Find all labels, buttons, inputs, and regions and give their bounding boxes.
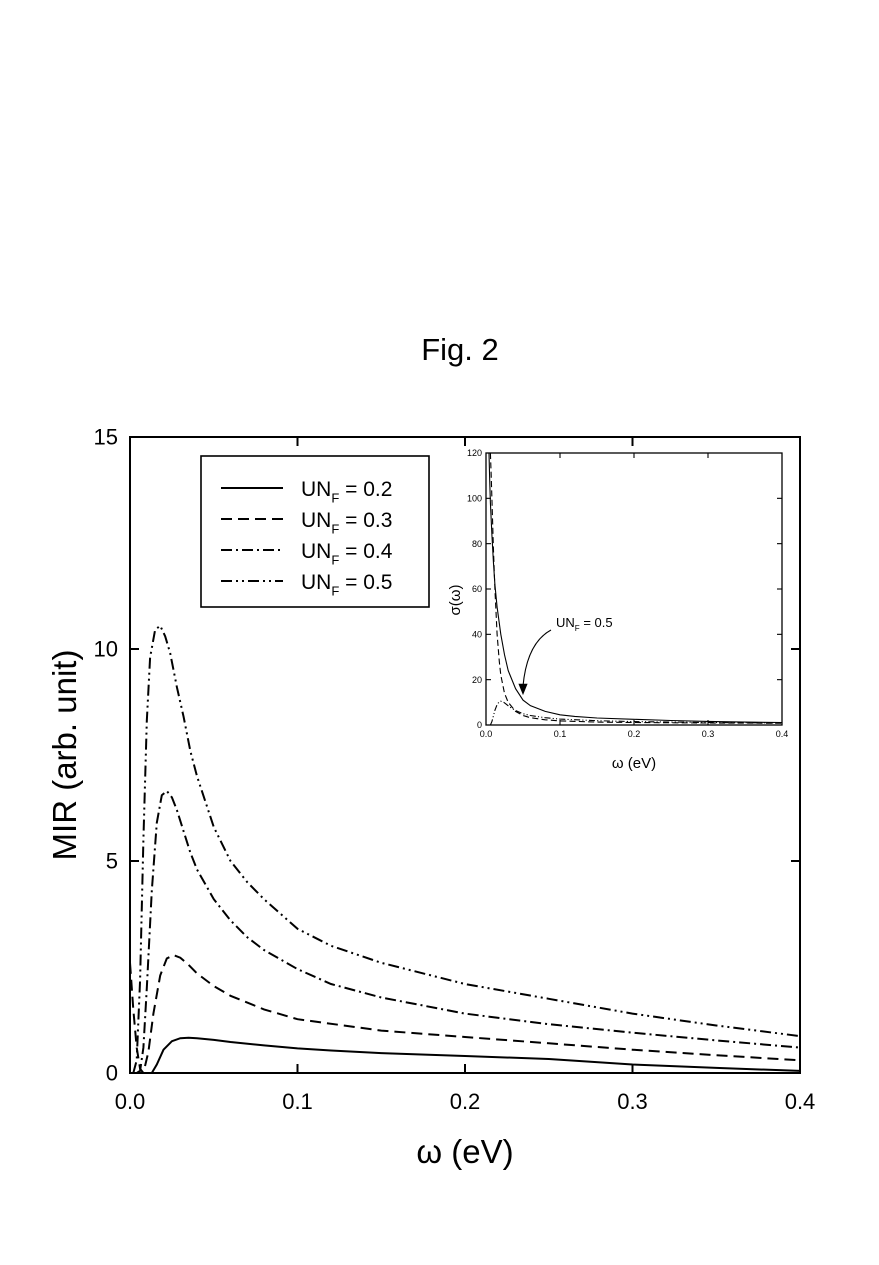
inset-y-axis-label: σ(ω): [447, 585, 464, 616]
inset-x-tick-label: 0.0: [480, 729, 493, 739]
main-y-axis-label: MIR (arb. unit): [46, 650, 83, 861]
legend-box: [200, 455, 430, 608]
inset-x-tick-label: 0.1: [554, 729, 567, 739]
main-ticks-group: 0.0 0.1 0.2 0.3 0.4 0 5 10 15: [94, 425, 816, 1114]
main-y-tick-label: 0: [106, 1061, 118, 1086]
inset-ticks-group: 0.0 0.1 0.2 0.3 0.4 0 20 40 60 80 100 120: [467, 448, 788, 739]
main-x-axis-label: ω (eV): [416, 1133, 513, 1170]
main-x-tick-label: 0.2: [450, 1089, 481, 1114]
inset-x-tick-label: 0.4: [776, 729, 789, 739]
main-series-4-line: [132, 624, 800, 1073]
legend-label-1-sub: F: [331, 490, 339, 505]
main-y-tick-label: 15: [94, 425, 118, 450]
legend-label-4-suffix: = 0.5: [339, 571, 392, 594]
inset-annotation-label-sub: F: [575, 624, 580, 633]
main-y-tick-label: 5: [106, 849, 118, 874]
inset-annotation: UNF = 0.5: [518, 615, 613, 696]
legend-label-1: UNF = 0.2: [301, 478, 392, 505]
main-y-tick-label: 10: [94, 637, 118, 662]
inset-annotation-label: UNF = 0.5: [556, 615, 613, 633]
main-x-tick-label: 0.3: [617, 1089, 648, 1114]
legend-label-4-prefix: UN: [301, 571, 331, 594]
legend-label-3-prefix: UN: [301, 540, 331, 563]
inset-background: [486, 453, 782, 725]
legend-label-2-suffix: = 0.3: [339, 509, 392, 532]
inset-annotation-label-prefix: UN: [556, 615, 575, 630]
legend-label-2-prefix: UN: [301, 509, 331, 532]
inset-annotation-label-suffix: = 0.5: [580, 615, 613, 630]
main-x-tick-label: 0.4: [785, 1089, 816, 1114]
main-series-1-line: [130, 1036, 800, 1073]
legend-label-1-suffix: = 0.2: [339, 478, 392, 501]
inset-x-axis-label: ω (eV): [612, 755, 656, 772]
inset-y-tick-label: 40: [472, 629, 482, 639]
inset-y-tick-label: 100: [467, 493, 482, 503]
main-chart: 0.0 0.1 0.2 0.3 0.4 0 5 10 15 ω (eV) MIR (arb. u…: [46, 425, 815, 1170]
inset-series-3-line: [489, 700, 782, 725]
legend-label-2: UNF = 0.3: [301, 509, 392, 536]
main-x-tick-label: 0.0: [115, 1089, 146, 1114]
legend-label-1-prefix: UN: [301, 478, 331, 501]
inset-series-2-line: [489, 453, 782, 724]
inset-annotation-arrow: [522, 629, 552, 687]
legend-label-4: UNF = 0.5: [301, 571, 392, 598]
main-series-clip: [130, 624, 800, 1073]
inset-x-tick-label: 0.3: [702, 729, 715, 739]
main-series-3-line: [136, 789, 800, 1073]
figure-label: Fig. 2: [421, 332, 499, 367]
inset-y-tick-label: 20: [472, 675, 482, 685]
inset-x-tick-label: 0.2: [628, 729, 641, 739]
inset-series-1-line: [488, 453, 782, 724]
inset-y-tick-label: 120: [467, 448, 482, 458]
legend-label-2-sub: F: [331, 521, 339, 536]
inset-annotation-arrowhead: [518, 683, 528, 696]
legend-label-3: UNF = 0.4: [301, 540, 393, 567]
legend-label-3-sub: F: [331, 552, 339, 567]
inset-series-clip: [488, 453, 782, 725]
inset-chart: 0.0 0.1 0.2 0.3 0.4 0 20 40 60 80 100 120 ω (eV) σ(…: [447, 448, 788, 772]
main-series-2-line: [130, 954, 800, 1073]
legend-label-3-suffix: = 0.4: [339, 540, 392, 563]
legend-label-4-sub: F: [331, 583, 339, 598]
main-x-tick-label: 0.1: [282, 1089, 313, 1114]
inset-y-tick-label: 80: [472, 539, 482, 549]
inset-series-group: [488, 453, 782, 725]
main-series-group: [130, 624, 800, 1073]
inset-y-tick-label: 0: [477, 720, 482, 730]
inset-y-tick-label: 60: [472, 584, 482, 594]
